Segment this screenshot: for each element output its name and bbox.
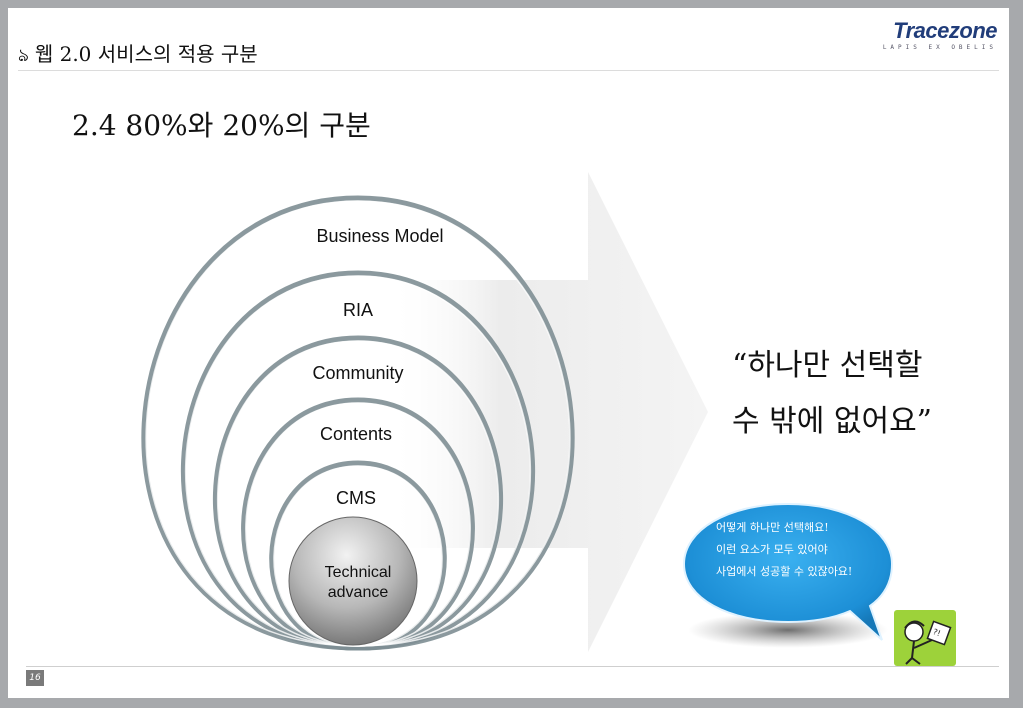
page-number: 16 bbox=[26, 670, 44, 686]
header-divider bbox=[18, 70, 999, 71]
quote-text: “하나만 선택할 수 밖에 없어요” bbox=[732, 338, 932, 450]
section-subtitle: 2.4 80%와 20%의 구분 bbox=[72, 109, 371, 142]
ring-label-contents: Contents bbox=[319, 424, 393, 444]
ring-label-community: Community bbox=[312, 363, 404, 383]
tracezone-logo: Tracezone LAPIS EX OBELIS bbox=[882, 18, 998, 52]
bubble-shadow bbox=[688, 612, 888, 648]
ring-label-ria: RIA bbox=[342, 300, 373, 320]
core-technical-advance bbox=[288, 516, 418, 646]
swash-icon: ঌ bbox=[18, 45, 29, 66]
concentric-rings-diagram: ?! bbox=[141, 172, 956, 666]
quote-line-1: “하나만 선택할 bbox=[732, 348, 923, 383]
big-arrow-shape bbox=[388, 172, 708, 652]
bubble-line-3: 사업에서 성공할 수 있잖아요! bbox=[716, 565, 853, 578]
core-label: Technical advance bbox=[303, 563, 413, 603]
ring-business-model bbox=[141, 195, 575, 651]
bubble-line-1: 어떻게 하나만 선택해요! bbox=[716, 521, 829, 534]
core-label-line1: Technical bbox=[324, 564, 392, 581]
ring-cms bbox=[269, 460, 447, 651]
logo-wordmark: Tracezone bbox=[893, 18, 997, 43]
core-label-line2: advance bbox=[327, 584, 389, 601]
cartoon-person-with-sign-icon: ?! bbox=[894, 610, 956, 666]
slide-title: 웹 2.0 서비스의 적용 구분 bbox=[34, 42, 258, 66]
ring-label-business-model: Business Model bbox=[316, 226, 444, 246]
ring-ria bbox=[181, 270, 535, 651]
ring-label-cms: CMS bbox=[336, 488, 376, 508]
svg-text:?!: ?! bbox=[932, 627, 942, 638]
bubble-line-2: 이런 요소가 모두 있어야 bbox=[716, 543, 828, 556]
speech-bubble-text: 어떻게 하나만 선택해요! 이런 요소가 모두 있어야 사업에서 성공할 수 있… bbox=[716, 517, 852, 583]
footer-divider bbox=[26, 666, 999, 667]
ring-community bbox=[212, 335, 504, 651]
ring-contents bbox=[241, 397, 475, 651]
quote-line-2: 수 밖에 없어요” bbox=[732, 404, 933, 439]
logo-tagline: LAPIS EX OBELIS bbox=[882, 44, 997, 51]
speech-bubble bbox=[682, 502, 894, 641]
